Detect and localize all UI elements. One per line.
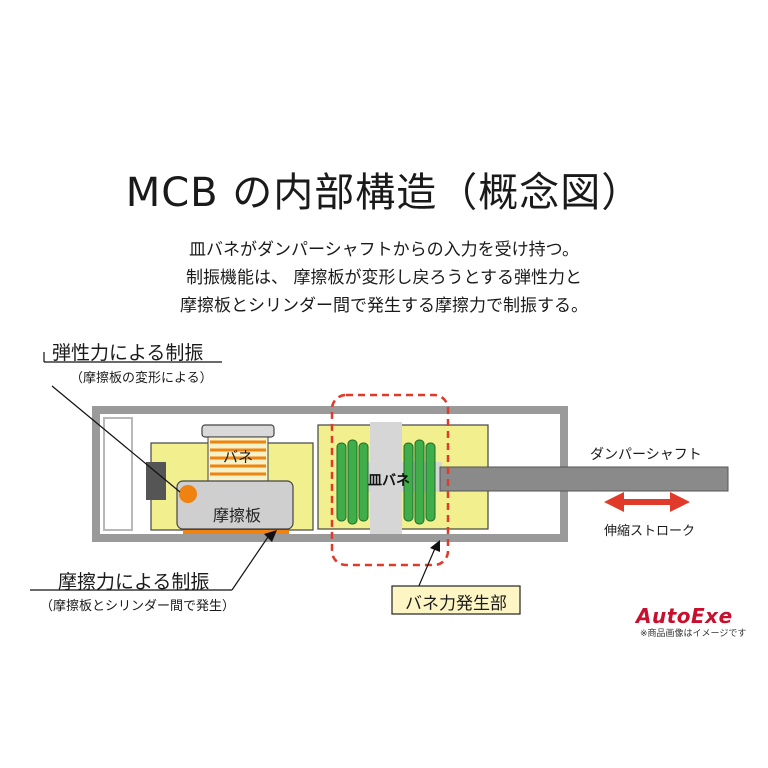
friction-damping-label: 摩擦力による制振 [58, 571, 210, 593]
description-line-2: 制振機能は、 摩擦板が変形し戻ろうとする弾性力と [186, 268, 582, 288]
spring-force-highlight [330, 393, 450, 567]
disc-springs-left [336, 439, 369, 525]
coil-lines [210, 440, 266, 476]
damper-shaft-label: ダンパーシャフト [590, 447, 702, 463]
image-note: ※商品画像はイメージです [640, 629, 747, 639]
spring-part-leader [417, 545, 437, 589]
autoexe-logo: AutoExe [636, 604, 733, 628]
stroke-arrow [604, 492, 690, 512]
end-cap [103, 417, 133, 531]
elastic-point [179, 485, 197, 503]
disc-springs-right [403, 439, 436, 525]
disc-spring-label: 皿バネ [368, 473, 410, 489]
elastic-damping-sub: （摩擦板の変形による） [70, 371, 213, 386]
spring-top-cap [201, 424, 275, 438]
friction-plate-label: 摩擦板 [213, 506, 261, 525]
friction-arrowhead [264, 530, 277, 542]
spring-part-arrowhead [430, 540, 440, 552]
stroke-label: 伸縮ストローク [604, 524, 696, 539]
spring-body [207, 436, 269, 486]
damper-shaft [439, 466, 729, 492]
elastic-damping-label: 弾性力による制振 [52, 342, 204, 364]
spring-force-box [391, 585, 521, 615]
page-title: MCB の内部構造（概念図） [125, 170, 643, 216]
leader-lines [30, 352, 271, 591]
spring-force-part-label: バネ力発生部 [405, 594, 507, 614]
description-line-1: 皿バネがダンパーシャフトからの入力を受け持つ。 [189, 240, 579, 260]
friction-damping-sub: （摩擦板とシリンダー間で発生） [40, 599, 236, 614]
description-line-3: 摩擦板とシリンダー間で発生する摩擦力で制振する。 [180, 296, 588, 316]
mount-block [146, 462, 166, 500]
friction-plate [176, 480, 294, 530]
spring-label: バネ [223, 448, 253, 466]
